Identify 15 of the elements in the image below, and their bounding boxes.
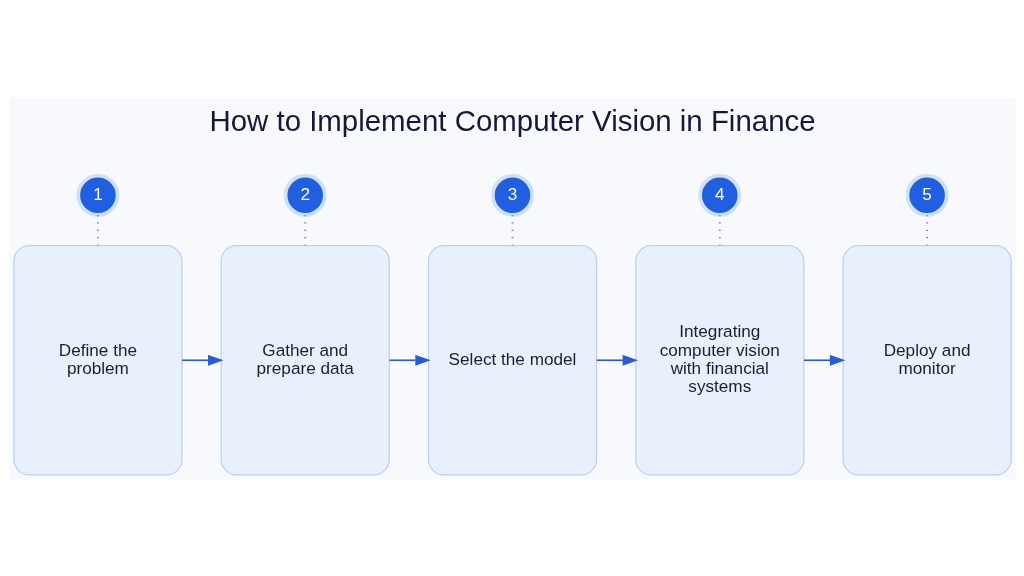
- node-box: Integrating computer vision with financial systems: [634, 244, 804, 476]
- node-box: Define the problem: [12, 244, 183, 476]
- node-circle: 3: [490, 173, 534, 217]
- arrow: [595, 354, 638, 366]
- arrow: [180, 354, 223, 366]
- node-circle: 1: [75, 173, 119, 217]
- node-box: Gather and prepare data: [220, 244, 390, 476]
- diagram-title: How to Implement Computer Vision in Finance: [208, 103, 816, 137]
- node-circle: 5: [905, 173, 949, 217]
- node-circle: 2: [283, 173, 327, 217]
- arrow: [388, 354, 431, 366]
- node-box: Select the model: [427, 244, 597, 476]
- node-box: Deploy and monitor: [841, 244, 1012, 476]
- arrow: [802, 354, 845, 366]
- node-circle: 4: [697, 173, 741, 217]
